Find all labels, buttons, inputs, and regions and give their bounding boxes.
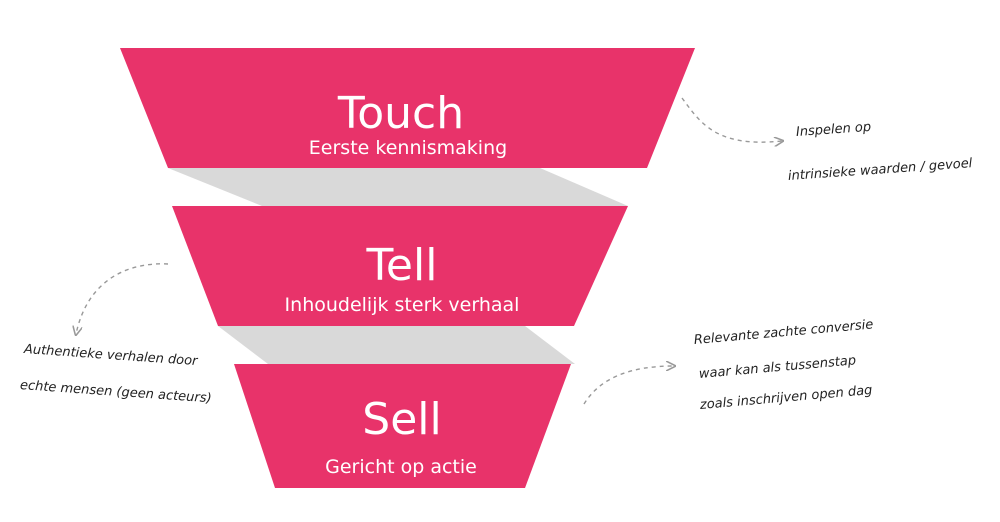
connector-touch-tell: [168, 168, 628, 206]
stage-sell-title: Sell: [362, 394, 441, 445]
stage-touch-subtitle: Eerste kennismaking: [309, 137, 507, 159]
stage-sell-subtitle: Gericht op actie: [325, 456, 477, 478]
stage-tell-subtitle: Inhoudelijk sterk verhaal: [285, 294, 520, 316]
connector-tell-sell: [218, 326, 575, 364]
stage-touch-title: Touch: [337, 88, 464, 139]
stage-sell-shape: [234, 364, 571, 488]
arrow-touch-note: [681, 97, 782, 142]
arrow-sell-note: [583, 366, 674, 405]
stage-tell-shape: [172, 206, 628, 326]
arrow-tell-note: [76, 263, 169, 334]
stage-touch-shape: [120, 48, 695, 168]
stage-tell-title: Tell: [366, 240, 438, 291]
